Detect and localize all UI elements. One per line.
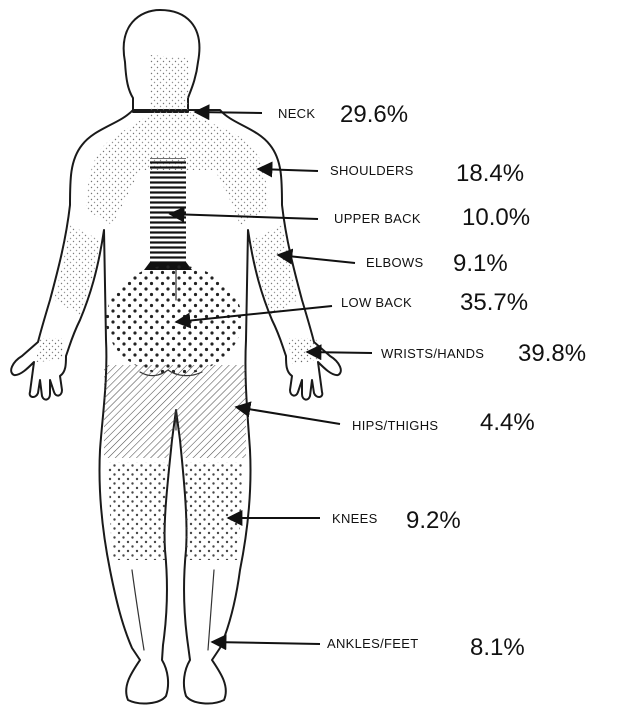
- hips-shading: [104, 365, 246, 458]
- wrist-shading-left: [36, 338, 64, 362]
- low-back-label: LOW BACK: [341, 295, 412, 310]
- hips-thighs-label: HIPS/THIGHS: [352, 418, 438, 433]
- hips-thighs-arrow: [236, 407, 340, 424]
- right-calf-line: [208, 570, 214, 650]
- wrists-hands-arrow: [307, 352, 372, 353]
- wrists-hands-label: WRISTS/HANDS: [381, 346, 484, 361]
- left-calf-line: [132, 570, 144, 650]
- hips-thighs-percent: 4.4%: [480, 409, 535, 436]
- elbows-label: ELBOWS: [366, 255, 423, 270]
- upper-back-percent: 10.0%: [462, 204, 530, 231]
- elbows-percent: 9.1%: [453, 250, 508, 277]
- shoulders-arrow: [258, 169, 318, 171]
- elbow-shading-left: [54, 225, 100, 315]
- upper-back-label: UPPER BACK: [334, 211, 421, 226]
- low-back-shading: [106, 265, 242, 375]
- low-back-percent: 35.7%: [460, 289, 528, 316]
- neck-label: NECK: [278, 106, 315, 121]
- ankles-feet-label: ANKLES/FEET: [327, 636, 418, 651]
- elbow-shading-right: [252, 225, 298, 315]
- ankles-feet-arrow: [212, 642, 320, 644]
- neck-percent: 29.6%: [340, 101, 408, 128]
- elbows-arrow: [278, 255, 355, 263]
- wrist-shading-right: [288, 338, 320, 364]
- knees-shading: [108, 462, 244, 560]
- neck-arrow: [195, 112, 262, 113]
- ankles-feet-percent: 8.1%: [470, 634, 525, 661]
- shoulders-percent: 18.4%: [456, 160, 524, 187]
- wrists-hands-percent: 39.8%: [518, 340, 586, 367]
- knees-label: KNEES: [332, 511, 378, 526]
- shoulders-label: SHOULDERS: [330, 163, 414, 178]
- knees-percent: 9.2%: [406, 507, 461, 534]
- upper-back-shading: [150, 158, 186, 266]
- region-labels: NECK 29.6% SHOULDERS 18.4% UPPER BACK 10…: [278, 101, 586, 661]
